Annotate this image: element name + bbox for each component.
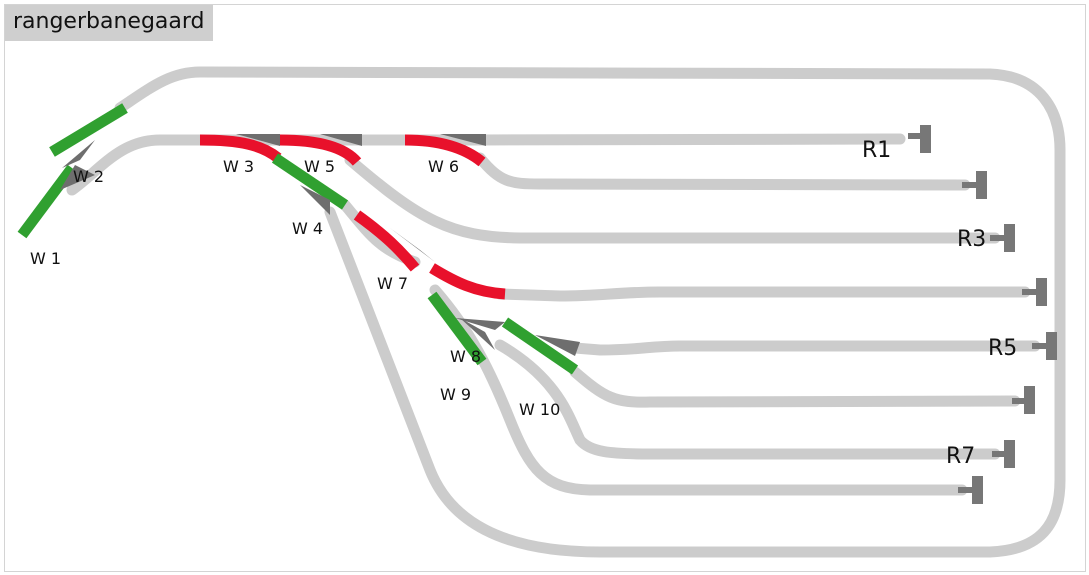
frog-w2 <box>62 140 95 168</box>
switch-w4-blade[interactable] <box>271 153 349 210</box>
frog-w10 <box>460 318 495 350</box>
frog-w6 <box>440 134 486 146</box>
switch-label-w5: W 5 <box>304 157 335 176</box>
track-w8-lower <box>569 366 1021 408</box>
switch-label-w8: W 8 <box>450 347 481 366</box>
frog-w1 <box>60 165 95 190</box>
frog-w7 <box>390 228 435 262</box>
route-label-r5: R5 <box>988 336 1017 361</box>
frog-w8b <box>535 335 580 356</box>
track-w8-branch <box>569 340 1041 356</box>
buffer-stop-r3 <box>990 224 1015 252</box>
switch-w7-blade-a[interactable] <box>353 210 420 272</box>
switch-w3-blade[interactable] <box>199 134 282 163</box>
switch-label-w1: W 1 <box>30 249 61 268</box>
panel-title: rangerbanegaard <box>5 5 213 41</box>
switch-label-w9: W 9 <box>440 385 471 404</box>
track-w9-branch <box>429 284 968 496</box>
switch-w2-blade[interactable] <box>49 103 128 157</box>
switch-w7-blade-b[interactable] <box>429 263 506 300</box>
switch-w6-blade[interactable] <box>404 134 486 167</box>
track-w10-branch <box>494 339 1001 460</box>
frog-w4 <box>300 185 330 215</box>
buffer-stop-2 <box>962 171 987 199</box>
frog-w3 <box>236 134 280 146</box>
track-w5-branch <box>344 154 1001 244</box>
track-w6-branch <box>474 152 971 191</box>
switch-w5-blade[interactable] <box>279 134 362 166</box>
frog-w5 <box>320 134 362 146</box>
buffer-stop-8 <box>958 476 983 504</box>
switch-w8-blade-a[interactable] <box>427 291 487 366</box>
buffer-stop-6 <box>1012 386 1035 414</box>
buffer-stop-4 <box>1022 278 1047 306</box>
switch-label-w4: W 4 <box>292 219 323 238</box>
switch-w1-blade[interactable] <box>17 164 77 239</box>
switch-label-w2: W 2 <box>73 167 104 186</box>
switch-label-w10: W 10 <box>519 400 560 419</box>
route-label-r1: R1 <box>862 138 891 163</box>
buffer-stop-r7 <box>992 440 1015 468</box>
switch-w8-blade-b[interactable] <box>501 317 579 375</box>
route-label-r7: R7 <box>946 444 975 469</box>
switch-label-w6: W 6 <box>428 157 459 176</box>
track-w7-branch <box>494 286 1031 302</box>
layout-panel <box>4 4 1086 572</box>
switch-label-w7: W 7 <box>377 274 408 293</box>
track-main-line <box>66 133 906 196</box>
switch-label-w3: W 3 <box>223 157 254 176</box>
buffer-stop-r1 <box>908 125 931 153</box>
buffer-stop-r5 <box>1032 332 1057 360</box>
track-outer-loop <box>114 66 1066 558</box>
route-label-r3: R3 <box>957 227 986 252</box>
frog-w8 <box>455 318 505 330</box>
